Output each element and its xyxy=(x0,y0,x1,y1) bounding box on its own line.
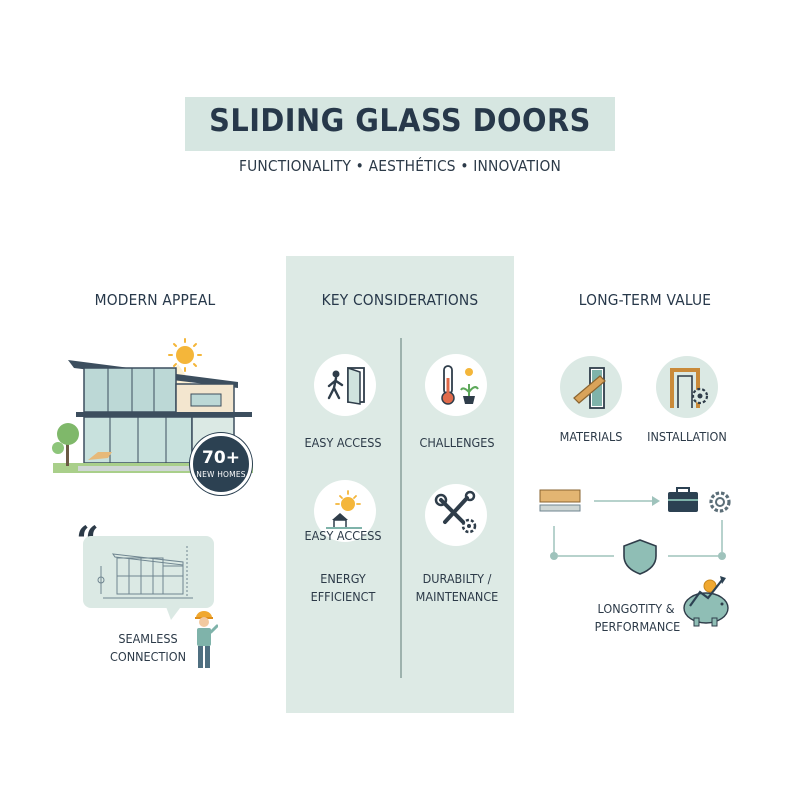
materials-label: MATERIALS xyxy=(559,429,623,444)
walking-person-door-icon xyxy=(314,354,376,416)
challenges-label: CHALLENGES xyxy=(419,435,495,450)
title-banner xyxy=(185,97,615,151)
blueprint-bubble xyxy=(83,536,214,608)
worker-icon xyxy=(195,611,218,668)
center-divider xyxy=(400,338,402,678)
gear-icon xyxy=(709,491,731,513)
value-flow-diagram xyxy=(539,487,731,627)
materials-icon xyxy=(560,356,622,418)
thermometer-plant-icon xyxy=(425,354,487,416)
heading-key-considerations: KEY CONSIDERATIONS xyxy=(321,291,479,309)
bubble-tail xyxy=(165,604,183,620)
badge-label: NEW HOMES xyxy=(196,470,246,479)
installation-icon xyxy=(656,356,718,418)
heading-long-term-value: LONG-TERM VALUE xyxy=(578,291,712,309)
installation-label: INSTALLATION xyxy=(647,429,727,444)
easy-access-label-2: EASY ACCESS xyxy=(304,528,382,543)
sun-house-icon xyxy=(314,480,376,542)
performance-label: PERFORMANCE xyxy=(594,619,681,634)
page-title: SLIDING GLASS DOORS xyxy=(209,103,591,139)
shield-icon xyxy=(623,539,657,575)
toolbox-icon xyxy=(668,487,698,512)
lumber-icon xyxy=(539,489,581,512)
efficient-label: EFFICIENCT xyxy=(310,589,376,604)
badge-number: 70+ xyxy=(202,448,240,468)
energy-label: ENERGY xyxy=(320,571,366,586)
sun-icon xyxy=(168,338,202,372)
homes-badge xyxy=(190,433,252,495)
longevity-label: LONGOTITY & xyxy=(597,601,675,616)
connection-label: CONNECTION xyxy=(110,649,186,664)
seamless-label: SEAMLESS xyxy=(118,631,178,646)
heading-modern-appeal: MODERN APPEAL xyxy=(94,291,216,309)
durability-label: DURABILTY / xyxy=(422,571,492,586)
piggy-bank-icon xyxy=(683,576,729,627)
easy-access-label-1: EASY ACCESS xyxy=(304,435,382,450)
maintenance-label: MAINTENANCE xyxy=(415,589,499,604)
wrench-gear-icon xyxy=(425,484,487,546)
page-subtitle: FUNCTIONALITY • AESTHÉTICS • INNOVATION xyxy=(238,157,562,175)
